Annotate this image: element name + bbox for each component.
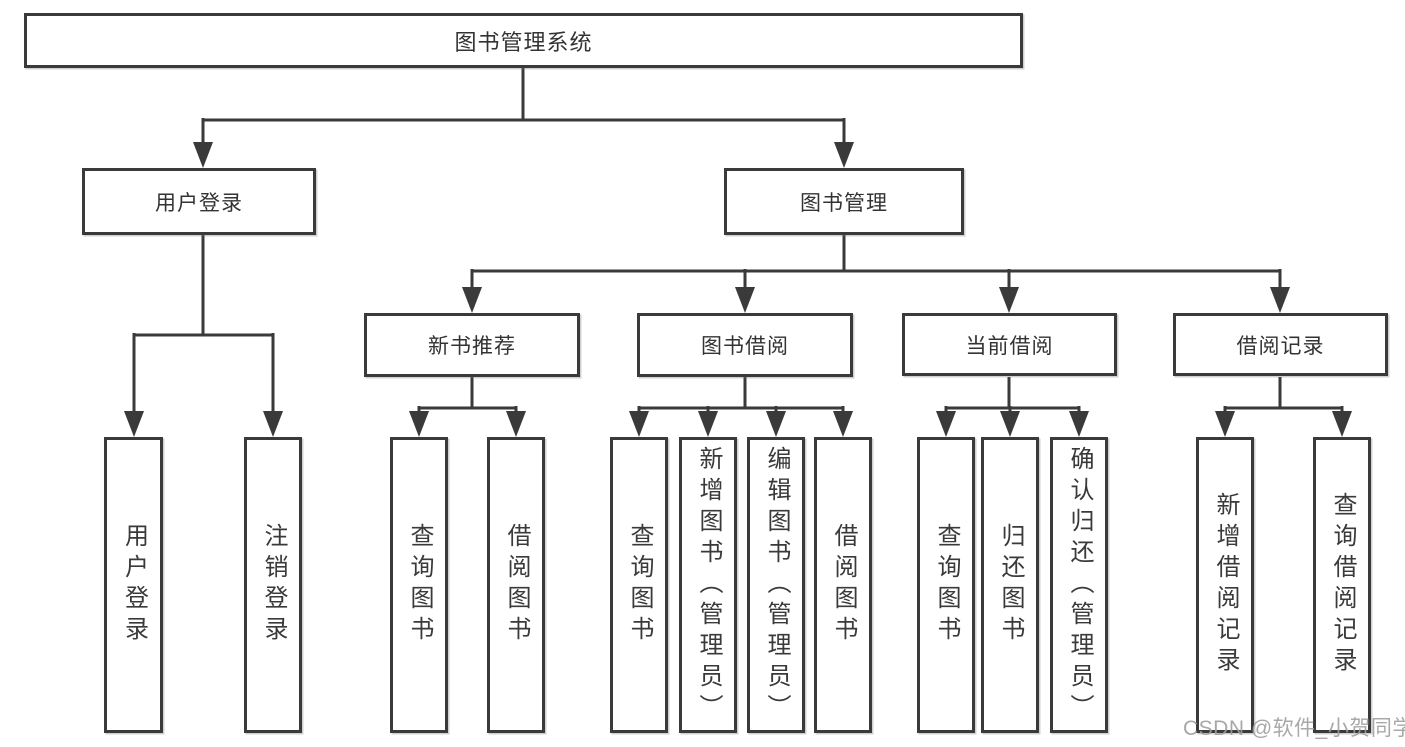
node-label: 用户登录 xyxy=(155,191,243,215)
leaf-borrow-books-recommend: 借阅图书 xyxy=(487,437,545,733)
node-label: 查询图书 xyxy=(406,523,433,647)
node-label: 确认归还（管理员） xyxy=(1066,445,1093,725)
node-label: 借阅记录 xyxy=(1236,334,1325,358)
leaf-query-books-borrowing: 查询图书 xyxy=(610,437,668,733)
leaf-add-books-admin: 新增图书（管理员） xyxy=(679,437,737,733)
node-label: 图书管理 xyxy=(800,191,888,215)
node-label: 查询借阅记录 xyxy=(1329,492,1356,678)
node-current-borrowing: 当前借阅 xyxy=(902,313,1117,376)
node-borrowing-records: 借阅记录 xyxy=(1173,313,1388,376)
node-label: 借阅图书 xyxy=(503,523,530,647)
node-label: 注销登录 xyxy=(260,523,287,647)
leaf-logout-login: 注销登录 xyxy=(244,437,302,733)
node-user-login: 用户登录 xyxy=(82,168,316,235)
node-library-management-system: 图书管理系统 xyxy=(24,13,1023,68)
leaf-add-borrow-record: 新增借阅记录 xyxy=(1196,437,1254,733)
node-book-management: 图书管理 xyxy=(724,168,964,235)
leaf-query-books-current: 查询图书 xyxy=(917,437,975,733)
node-book-borrowing: 图书借阅 xyxy=(637,313,853,377)
node-label: 新书推荐 xyxy=(428,335,516,358)
leaf-query-borrow-record: 查询借阅记录 xyxy=(1313,437,1371,733)
node-label: 编辑图书（管理员） xyxy=(763,445,790,725)
leaf-user-login: 用户登录 xyxy=(104,437,163,733)
leaf-borrow-books-borrowing: 借阅图书 xyxy=(814,437,872,733)
leaf-return-books: 归还图书 xyxy=(981,437,1039,733)
node-label: 用户登录 xyxy=(120,523,148,647)
node-label: 图书管理系统 xyxy=(454,29,593,55)
node-label: 新增图书（管理员） xyxy=(695,445,722,725)
node-label: 归还图书 xyxy=(997,523,1024,647)
leaf-query-books-recommend: 查询图书 xyxy=(390,437,448,733)
node-label: 查询图书 xyxy=(933,523,960,647)
node-label: 借阅图书 xyxy=(830,523,857,647)
node-new-book-recommendation: 新书推荐 xyxy=(364,313,580,377)
csdn-watermark: CSDN @软件_小贺同学 xyxy=(1183,717,1405,740)
node-label: 图书借阅 xyxy=(701,335,789,358)
leaf-edit-books-admin: 编辑图书（管理员） xyxy=(747,437,805,733)
node-label: 新增借阅记录 xyxy=(1212,492,1239,678)
node-label: 当前借阅 xyxy=(965,334,1054,358)
node-label: 查询图书 xyxy=(626,523,653,647)
leaf-confirm-return-admin: 确认归还（管理员） xyxy=(1050,437,1108,733)
